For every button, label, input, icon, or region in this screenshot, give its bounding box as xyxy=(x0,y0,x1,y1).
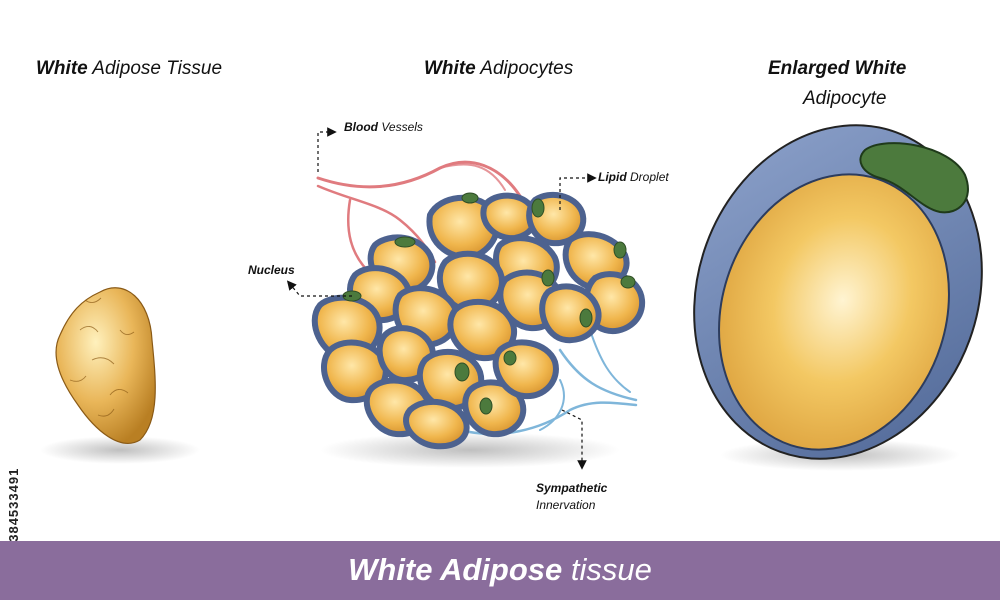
label-nucleus: Nucleus xyxy=(248,263,295,277)
tissue-shadow xyxy=(40,436,200,464)
label-innervation: Innervation xyxy=(536,498,596,512)
stock-id: #384533491 xyxy=(6,467,21,550)
title-enlarged-white: Enlarged White xyxy=(768,58,907,79)
footer-title: White Adipose tissue xyxy=(348,552,652,587)
title-adipose-tissue: White Adipose Tissue xyxy=(36,58,223,79)
adipocyte-cluster xyxy=(311,191,646,450)
enlarged-nucleus xyxy=(859,142,969,214)
label-blood-vessels: Blood Vessels xyxy=(344,120,423,134)
label-sympathetic: Sympathetic xyxy=(536,481,608,495)
adipose-tissue-lump xyxy=(55,287,156,444)
leader-lines xyxy=(286,127,597,470)
title-white-adipocytes: White Adipocytes xyxy=(424,58,574,79)
enlarged-adipocyte xyxy=(693,124,983,460)
label-lipid-droplet: Lipid Droplet xyxy=(598,170,669,184)
cluster-shadow xyxy=(320,432,620,468)
title-adipocyte: Adipocyte xyxy=(803,88,887,109)
footer-banner: White Adipose tissue xyxy=(0,541,1000,600)
